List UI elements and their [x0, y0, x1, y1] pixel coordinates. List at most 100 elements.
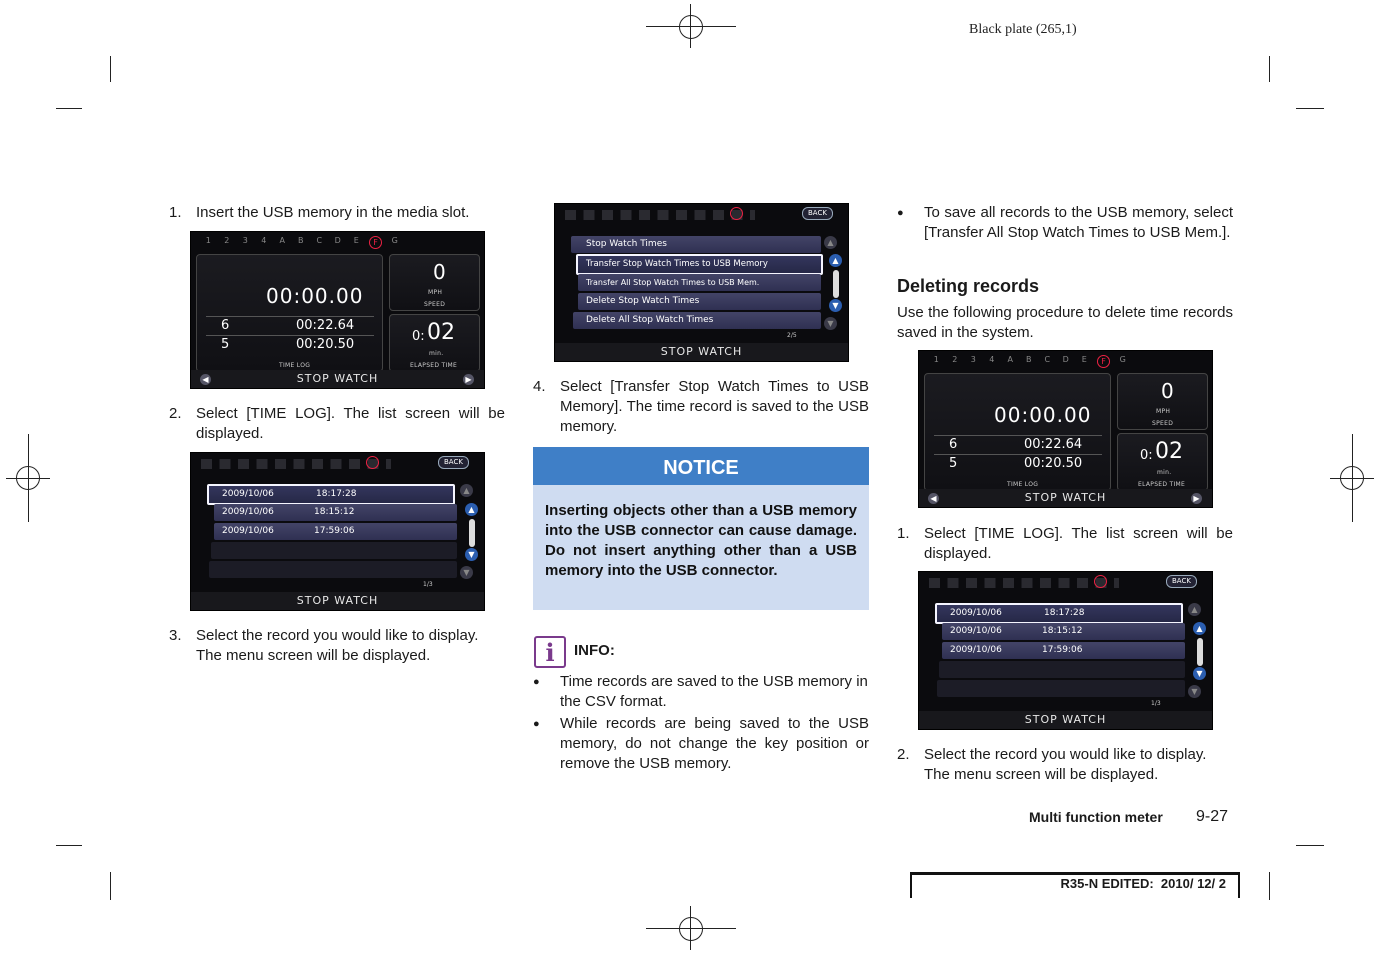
crop-mark	[1269, 56, 1270, 82]
back-button[interactable]: BACK	[1166, 575, 1197, 588]
info-label: INFO:	[574, 642, 615, 659]
list-row[interactable]: 2009/10/06 18:17:28	[935, 603, 1183, 624]
scroll-up-icon[interactable]: ▲	[829, 254, 842, 267]
list-row[interactable]: 2009/10/06 18:15:12	[214, 504, 457, 521]
scroll-up-icon[interactable]: ▲	[1193, 622, 1206, 635]
speed-label: SPEED	[1152, 420, 1174, 427]
scroll-bottom-icon[interactable]: ▼	[824, 317, 837, 330]
scroll-down-icon[interactable]: ▼	[465, 548, 478, 561]
next-arrow-icon[interactable]: ▶	[463, 374, 474, 385]
scroll-top-icon[interactable]: ▲	[1188, 603, 1201, 616]
speed-panel	[389, 254, 480, 311]
list-row[interactable]: 2009/10/06 18:15:12	[942, 623, 1185, 640]
scrollbar[interactable]	[469, 519, 475, 547]
tab-2[interactable]: 2	[224, 236, 230, 245]
crop-mark	[56, 845, 82, 846]
menu-item[interactable]: Delete All Stop Watch Times	[573, 312, 821, 329]
crop-mark	[1296, 845, 1324, 846]
deleting-heading: Deleting records	[897, 276, 1040, 296]
prev-arrow-icon[interactable]: ◀	[200, 374, 211, 385]
scrollbar[interactable]	[833, 270, 839, 298]
tab-bar	[565, 210, 755, 220]
log-time: 00:20.50	[296, 337, 355, 352]
scroll-bottom-icon[interactable]: ▼	[460, 566, 473, 579]
time-panel[interactable]	[924, 373, 1111, 491]
tab-e[interactable]: E	[353, 236, 359, 245]
back-button[interactable]: BACK	[802, 207, 833, 220]
elapsed-unit: min.	[1157, 469, 1172, 476]
prev-arrow-icon[interactable]: ◀	[928, 493, 939, 504]
elapsed-prefix: 0:	[1140, 448, 1153, 463]
speed-value: 0	[1161, 379, 1174, 403]
speed-unit: MPH	[428, 289, 443, 296]
empty-row	[939, 661, 1185, 678]
tab-1[interactable]: 1	[933, 355, 939, 364]
footer-page: 9-27	[1196, 808, 1229, 825]
tab-c[interactable]: C	[316, 236, 323, 245]
notice-heading: NOTICE	[533, 447, 869, 485]
info-icon: i	[534, 636, 566, 668]
elapsed-value: 02	[427, 320, 455, 345]
menu-screen: BACK Stop Watch Times Transfer Stop Watc…	[554, 203, 849, 362]
log-time: 00:22.64	[296, 318, 355, 333]
tab-a[interactable]: A	[279, 236, 285, 245]
crop-mark	[110, 56, 111, 82]
registration-mark	[6, 434, 50, 522]
tab-c[interactable]: C	[1044, 355, 1051, 364]
menu-item[interactable]: Stop Watch Times	[571, 236, 821, 253]
scroll-top-icon[interactable]: ▲	[824, 236, 837, 249]
elapsed-label: ELAPSED TIME	[1138, 481, 1186, 488]
log-lap: 6	[221, 318, 230, 333]
back-button[interactable]: BACK	[438, 456, 469, 469]
menu-item-selected[interactable]: Transfer Stop Watch Times to USB Memory	[576, 254, 823, 275]
list-row[interactable]: 2009/10/06 17:59:06	[942, 642, 1185, 659]
stopwatch-screen: 1 2 3 4 A B C D E F G 00:00.00 6 00:22.6…	[918, 350, 1213, 508]
registration-mark	[1330, 434, 1374, 522]
tab-2[interactable]: 2	[952, 355, 958, 364]
tab-g[interactable]: G	[1119, 355, 1126, 364]
tab-3[interactable]: 3	[970, 355, 976, 364]
scroll-down-icon[interactable]: ▼	[829, 299, 842, 312]
scroll-bottom-icon[interactable]: ▼	[1188, 685, 1201, 698]
log-time: 00:22.64	[1024, 437, 1083, 452]
menu-item[interactable]: Delete Stop Watch Times	[578, 293, 821, 310]
tab-d[interactable]: D	[334, 236, 341, 245]
time-panel[interactable]	[196, 254, 383, 372]
registration-mark	[646, 4, 736, 48]
speed-unit: MPH	[1156, 408, 1171, 415]
tab-f[interactable]: F	[1097, 355, 1110, 368]
elapsed-prefix: 0:	[412, 329, 425, 344]
plate-label: Black plate (265,1)	[969, 22, 1077, 37]
scroll-top-icon[interactable]: ▲	[460, 484, 473, 497]
next-arrow-icon[interactable]: ▶	[1191, 493, 1202, 504]
tab-b[interactable]: B	[1026, 355, 1032, 364]
tab-e[interactable]: E	[1081, 355, 1087, 364]
tab-bar	[201, 459, 391, 469]
edited-label: R35-N EDITED: 2010/ 12/ 2	[1060, 876, 1226, 891]
main-time: 00:00.00	[266, 284, 364, 308]
screen-title: STOP WATCH	[919, 711, 1212, 729]
scroll-up-icon[interactable]: ▲	[465, 503, 478, 516]
tab-b[interactable]: B	[298, 236, 304, 245]
tab-f[interactable]: F	[369, 236, 382, 249]
tab-d[interactable]: D	[1062, 355, 1069, 364]
crop-mark	[1296, 108, 1324, 109]
notice-box: Inserting objects other than a USB memor…	[533, 485, 869, 610]
screen-title: STOP WATCH	[191, 592, 484, 610]
tab-g[interactable]: G	[391, 236, 398, 245]
scroll-down-icon[interactable]: ▼	[1193, 667, 1206, 680]
edited-box: R35-N EDITED: 2010/ 12/ 2	[910, 872, 1240, 898]
tab-4[interactable]: 4	[989, 355, 995, 364]
tab-bar	[929, 578, 1119, 588]
tab-4[interactable]: 4	[261, 236, 267, 245]
list-row[interactable]: 2009/10/06 17:59:06	[214, 523, 457, 540]
list-screen: BACK 2009/10/06 18:17:28 2009/10/06 18:1…	[190, 452, 485, 611]
active-tab-icon	[366, 456, 379, 469]
tab-3[interactable]: 3	[242, 236, 248, 245]
tab-a[interactable]: A	[1007, 355, 1013, 364]
empty-row	[937, 680, 1185, 697]
scrollbar[interactable]	[1197, 638, 1203, 666]
menu-item[interactable]: Transfer All Stop Watch Times to USB Mem…	[578, 274, 821, 291]
tab-1[interactable]: 1	[205, 236, 211, 245]
list-row[interactable]: 2009/10/06 18:17:28	[207, 484, 455, 505]
